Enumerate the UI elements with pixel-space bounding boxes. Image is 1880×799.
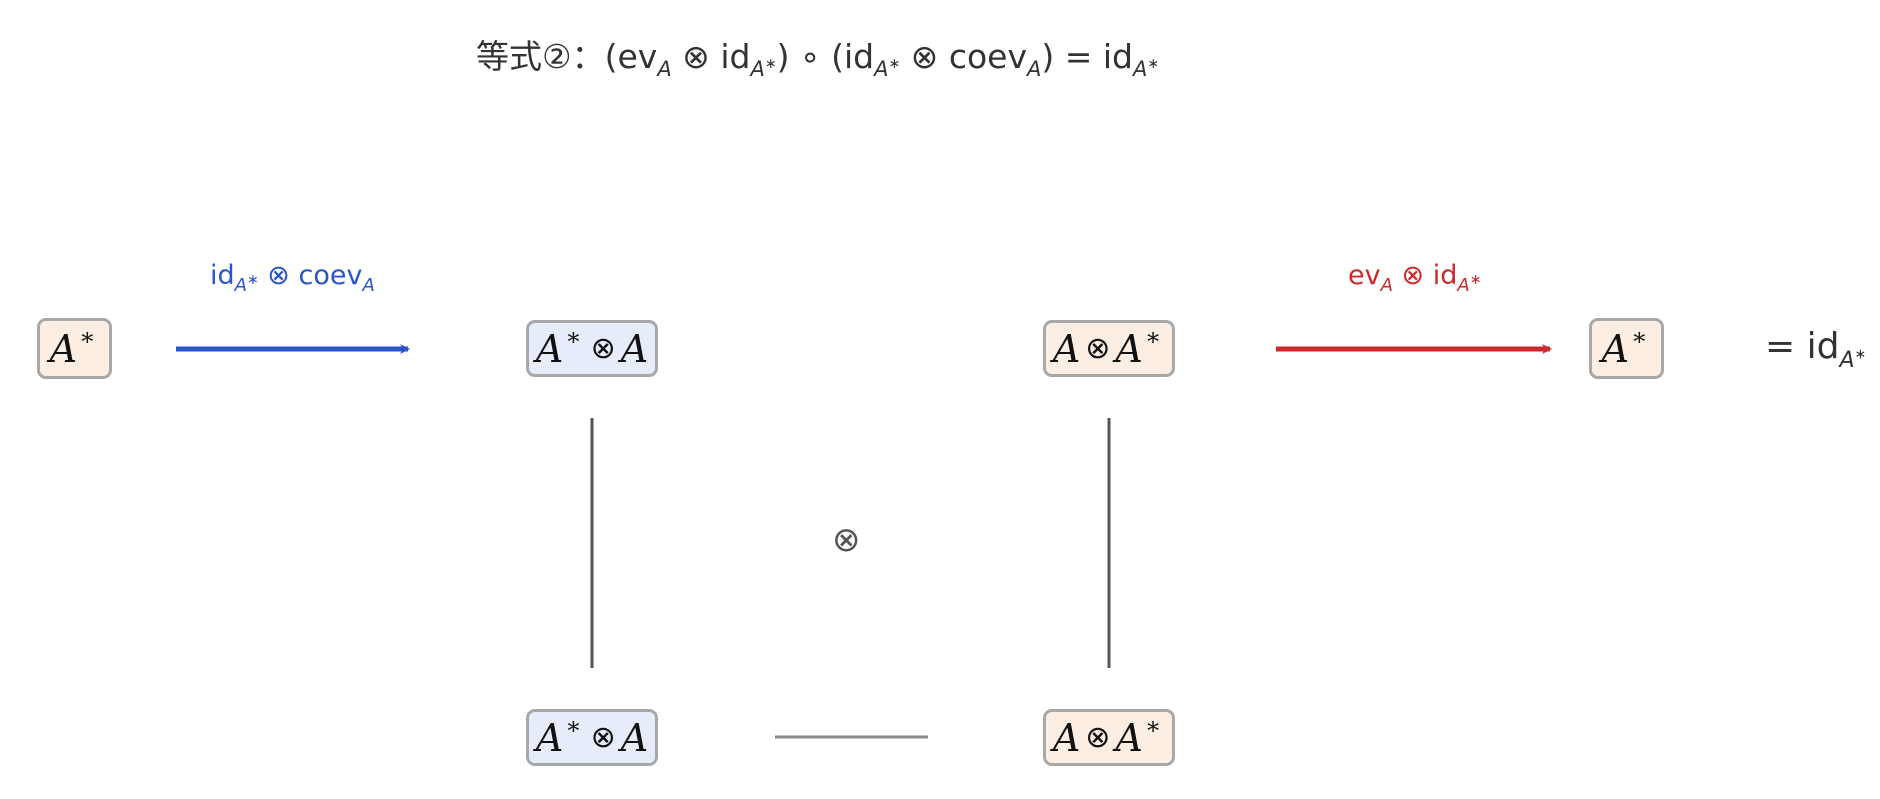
title-id-3: id: [1102, 37, 1134, 76]
left-label-otimes: ⊗: [258, 260, 299, 291]
node-bottom-right-left: A: [1052, 715, 1081, 760]
tensor-operator: ⊗: [832, 520, 861, 560]
right-label-id: id: [1432, 260, 1458, 291]
title-otimes-2: ⊗: [900, 37, 949, 76]
node-bottom-right-otimes: ⊗: [1085, 720, 1111, 755]
node-top-left-right: A: [620, 326, 649, 371]
node-top-right-otimes: ⊗: [1085, 331, 1111, 366]
title-id-1: id: [720, 37, 751, 76]
node-end: A∗: [1589, 318, 1664, 379]
node-top-right-star: ∗: [1144, 322, 1162, 351]
node-start: A∗: [37, 318, 112, 379]
node-end-base: A: [1601, 326, 1630, 371]
node-bottom-left: A∗⊗A: [526, 709, 658, 766]
node-bottom-right: A⊗A∗: [1043, 709, 1175, 766]
title-id-1-sup: ∗: [764, 56, 777, 72]
node-bottom-left-star: ∗: [565, 711, 582, 740]
node-top-left-star: ∗: [565, 322, 582, 351]
node-top-left: A∗⊗A: [526, 320, 658, 377]
node-bottom-right-star: ∗: [1144, 711, 1162, 740]
left-label-coev-sub: A: [362, 275, 375, 296]
equals-id-sub: A: [1839, 348, 1855, 373]
node-bottom-left-left: A: [535, 715, 564, 760]
title-otimes-1: ⊗: [671, 37, 721, 76]
node-bottom-left-otimes: ⊗: [590, 720, 616, 755]
right-label-ev: ev: [1348, 260, 1381, 291]
node-top-left-left: A: [535, 326, 564, 371]
equals-id: id: [1806, 326, 1840, 367]
left-label-id-sub: A: [234, 275, 247, 296]
left-label-id-sup: ∗: [246, 272, 259, 288]
equation-title: 等式②：(evA ⊗ idA∗) ∘ (idA∗ ⊗ coevA) = idA∗: [476, 30, 1159, 81]
equals-identity: = idA∗: [1765, 326, 1866, 373]
right-label-otimes: ⊗: [1392, 260, 1433, 291]
title-id-3-sup: ∗: [1147, 56, 1160, 72]
right-arrow-label: evA ⊗ idA∗: [1348, 260, 1481, 296]
title-id-2-sup: ∗: [888, 56, 901, 72]
title-id-2: id: [843, 37, 875, 76]
node-top-right-right: A: [1115, 326, 1143, 371]
title-coev-sub: A: [1027, 57, 1042, 81]
node-start-base: A: [49, 326, 78, 371]
node-start-star: ∗: [79, 322, 96, 351]
left-arrow-label: idA∗ ⊗ coevA: [210, 260, 375, 296]
node-top-right-left: A: [1052, 326, 1081, 371]
right-label-id-sub: A: [1457, 275, 1470, 296]
left-label-id: id: [210, 260, 235, 291]
left-label-coev: coev: [298, 260, 363, 291]
node-bottom-right-right: A: [1115, 715, 1143, 760]
node-top-left-otimes: ⊗: [590, 331, 616, 366]
title-ev-sub: A: [657, 57, 672, 81]
right-label-id-sup: ∗: [1469, 272, 1482, 288]
title-id-3-sub: A: [1133, 57, 1148, 81]
node-top-right: A⊗A∗: [1043, 320, 1175, 377]
title-ev: ev: [617, 37, 658, 76]
title-coev: coev: [948, 37, 1027, 76]
node-bottom-left-right: A: [620, 715, 649, 760]
title-id-2-sub: A: [874, 57, 889, 81]
node-end-star: ∗: [1631, 322, 1648, 351]
title-id-1-sub: A: [750, 57, 765, 81]
equals-id-sup: ∗: [1854, 346, 1867, 363]
title-compose: ) ∘ (: [776, 37, 844, 76]
title-prefix: 等式②：(: [476, 37, 618, 76]
equals-sign: =: [1765, 326, 1807, 367]
right-label-ev-sub: A: [1380, 275, 1393, 296]
title-suffix: ) =: [1041, 37, 1103, 76]
